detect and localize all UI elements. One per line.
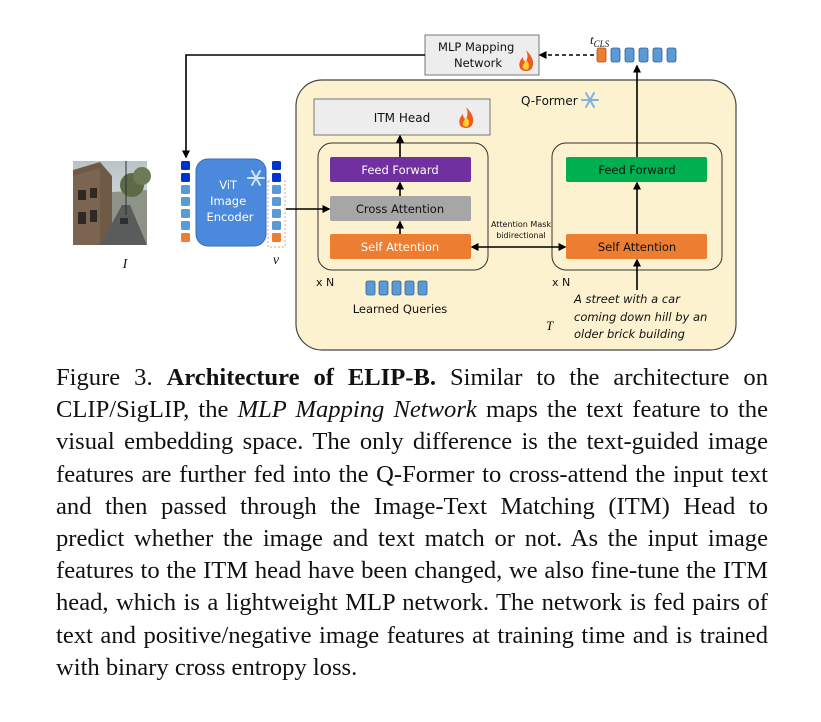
mlp-mapping-network-label: MLP Mapping Network	[438, 40, 518, 70]
cross-attention-label: Cross Attention	[356, 202, 444, 216]
learned-queries-label: Learned Queries	[353, 302, 448, 316]
learned-queries-tokens	[365, 280, 428, 296]
image-input-tokens	[181, 161, 190, 242]
text-input-caption: A street with a car coming down hill by …	[573, 292, 711, 341]
vit-label-line-2: Image	[210, 194, 246, 208]
vit-label-line-1: ViT	[219, 178, 238, 192]
self-attention-right	[566, 234, 707, 259]
xn-left: x N	[316, 276, 334, 289]
text-input-line-1: A street with a car	[573, 292, 681, 306]
t-cls-subscript: CLS	[594, 39, 610, 49]
image-output-tokens	[272, 161, 281, 242]
feed-forward-right	[566, 157, 707, 182]
fire-icon	[459, 107, 474, 128]
bidirectional-label: bidirectional	[496, 231, 545, 240]
t-cls-label: tCLS	[590, 32, 610, 49]
mlp-label-line-2: Network	[454, 56, 502, 70]
caption-part-1: Similar to the architecture on CLIP/SigL…	[56, 364, 768, 424]
arrow-mlp-to-image-tokens	[182, 54, 425, 159]
t-label: T	[546, 318, 554, 333]
vit-label-line-3: Encoder	[206, 210, 253, 224]
caption-title: Architecture of ELIP-B.	[166, 364, 437, 391]
image-label: I	[122, 257, 129, 272]
text-input-line-2: coming down hill by an	[574, 310, 707, 324]
text-input-line-3: older brick building	[574, 327, 685, 341]
t-cls-tokens	[596, 47, 677, 63]
snowflake-icon	[247, 170, 265, 186]
qformer-label: Q-Former	[521, 94, 578, 108]
feed-forward-right-label: Feed Forward	[598, 163, 675, 177]
self-attention-left	[330, 234, 471, 259]
caption-prefix: Figure 3.	[56, 364, 167, 391]
mlp-label-line-1: MLP Mapping	[438, 40, 514, 54]
snowflake-icon	[581, 92, 599, 108]
feed-forward-left	[330, 157, 471, 182]
attention-mask-label: Attention Mask	[491, 220, 551, 229]
architecture-diagram: Q-Former ITM Head Feed Forward Cross Att…	[73, 32, 737, 351]
fire-icon	[519, 50, 534, 71]
left-transformer-block	[317, 142, 489, 271]
feed-forward-left-label: Feed Forward	[361, 163, 438, 177]
caption-italic: MLP Mapping Network	[237, 396, 477, 424]
vit-image-encoder	[195, 158, 267, 247]
vit-label: ViT Image Encoder	[206, 178, 253, 224]
itm-head-label: ITM Head	[374, 111, 430, 125]
self-attention-right-label: Self Attention	[598, 240, 676, 254]
self-attention-left-label: Self Attention	[361, 240, 439, 254]
cross-attention-box	[330, 196, 471, 221]
xn-right: x N	[552, 276, 570, 289]
caption-part-2: maps the text feature to the visual embe…	[56, 396, 769, 681]
figure-caption: Figure 3. Architecture of ELIP-B. Simila…	[56, 362, 768, 684]
v-label: v	[273, 253, 280, 268]
street-photo	[73, 161, 151, 245]
